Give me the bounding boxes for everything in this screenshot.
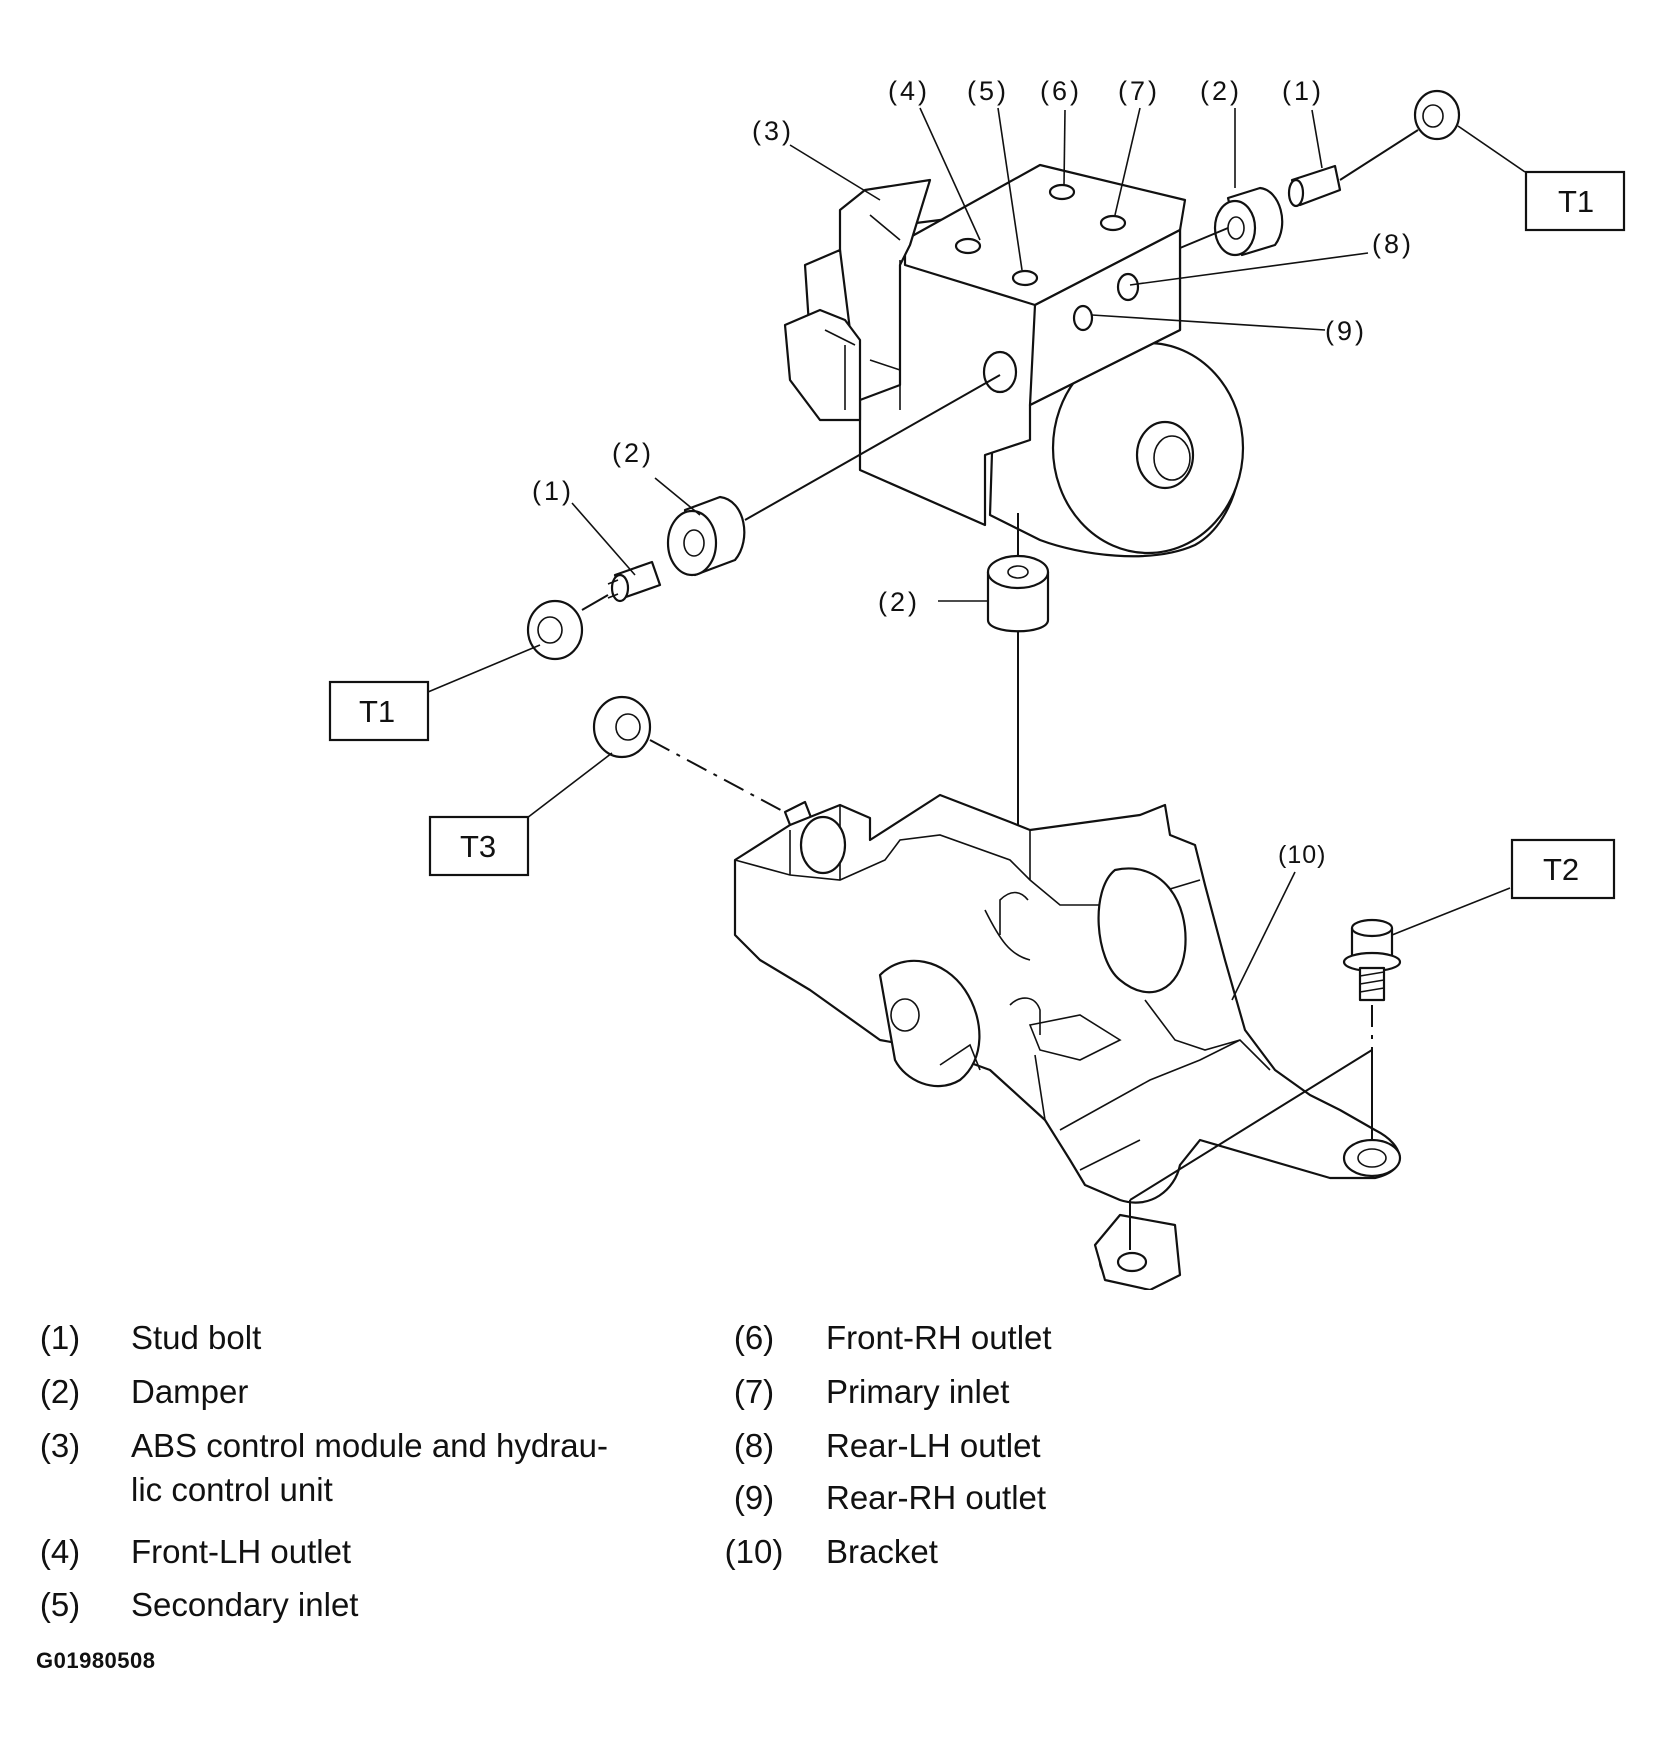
- callout-8: (8): [1372, 229, 1414, 259]
- legend-text: Rear-LH outlet: [826, 1427, 1041, 1464]
- legend-number: (10): [724, 1533, 784, 1570]
- abs-unit-exploded-diagram: (4) (5) (6) (7) (2) (1) (3) (8) (9) (2) …: [328, 76, 1626, 1290]
- leader-lines: [427, 107, 1526, 1001]
- torque-label-t1-left-text: T1: [359, 694, 395, 729]
- callout-2-top: (2): [1200, 76, 1242, 106]
- torque-label-t1-left: T1: [328, 680, 430, 742]
- legend-text: Secondary inlet: [131, 1586, 359, 1623]
- callout-6: (6): [1040, 76, 1082, 106]
- callout-2-left: (2): [612, 438, 654, 468]
- legend-text: ABS control module and hydrau- lic contr…: [131, 1427, 608, 1508]
- torque-label-t3-text: T3: [460, 829, 496, 864]
- callout-4: (4): [888, 76, 930, 106]
- parts-legend: (1) Stud bolt (2) Damper (3) ABS control…: [0, 1300, 1664, 1680]
- legend-text: Front-LH outlet: [131, 1533, 352, 1570]
- torque-label-t3: T3: [428, 815, 530, 877]
- legend-number: (9): [733, 1479, 775, 1516]
- legend-number: (3): [39, 1427, 81, 1464]
- callout-1-left: (1): [532, 476, 574, 506]
- legend-number: (4): [39, 1533, 81, 1570]
- callout-5: (5): [967, 76, 1009, 106]
- top-right-mount-hardware: [1179, 89, 1461, 257]
- callout-3: (3): [752, 116, 794, 146]
- callout-7: (7): [1118, 76, 1160, 106]
- callout-10: (10): [1278, 841, 1326, 869]
- t2-bolt: [1129, 918, 1402, 1250]
- callout-9: (9): [1325, 316, 1367, 346]
- legend-number: (7): [733, 1373, 775, 1410]
- callout-2-middle: (2): [878, 587, 920, 617]
- legend-number: (8): [733, 1427, 775, 1464]
- figure-code: G01980508: [36, 1648, 156, 1673]
- legend-text: Bracket: [826, 1533, 938, 1570]
- legend-text: Front-RH outlet: [826, 1319, 1052, 1356]
- torque-label-t2: T2: [1510, 838, 1616, 900]
- torque-label-t2-text: T2: [1543, 852, 1579, 887]
- abs-control-module-drawing: [783, 163, 1245, 558]
- legend-number: (5): [39, 1586, 81, 1623]
- legend-number: (6): [733, 1319, 775, 1356]
- legend-text: Rear-RH outlet: [826, 1479, 1047, 1516]
- t3-nut-and-stud: [592, 695, 814, 832]
- legend-number: (2): [39, 1373, 81, 1410]
- bracket-drawing: [733, 793, 1402, 1290]
- torque-label-t1-right: T1: [1524, 170, 1626, 232]
- torque-label-t1-right-text: T1: [1558, 184, 1594, 219]
- left-mount-hardware: [526, 374, 1001, 661]
- legend-text: Stud bolt: [131, 1319, 262, 1356]
- callout-1-top: (1): [1282, 76, 1324, 106]
- legend-text: Damper: [131, 1373, 249, 1410]
- legend-text: Primary inlet: [826, 1373, 1010, 1410]
- legend-number: (1): [39, 1319, 81, 1356]
